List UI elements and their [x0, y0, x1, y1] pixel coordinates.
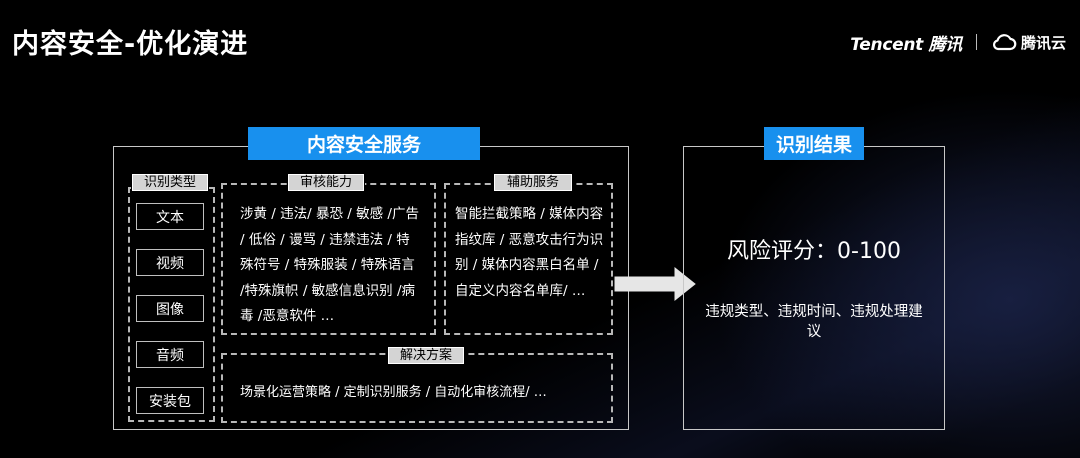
result-description: 违规类型、违规时间、违规处理建议: [705, 304, 923, 340]
type-item-audio: 音频: [136, 341, 204, 368]
type-item-text: 文本: [136, 203, 204, 230]
audit-capability-label: 审核能力: [288, 174, 364, 191]
slide-title: 内容安全-优化演进: [12, 29, 249, 60]
type-item-image: 图像: [136, 295, 204, 322]
recognition-result-title: 识别结果: [764, 127, 864, 160]
assist-service-text: 智能拦截策略 / 媒体内容指纹库 / 恶意攻击行为识别 / 媒体内容黑白名单 /…: [455, 206, 604, 299]
logo-area: Tencent 腾讯 腾讯云: [850, 30, 1066, 55]
arrow-right-icon: [614, 266, 696, 302]
type-item-video: 视频: [136, 249, 204, 276]
audit-capability-text: 涉黄 / 违法/ 暴恐 / 敏感 /广告 / 低俗 / 谩骂 / 违禁违法 / …: [240, 206, 419, 324]
logo-divider: [975, 34, 977, 50]
tencent-cloud-logo-text: 腾讯云: [1020, 33, 1066, 52]
solution-label: 解决方案: [388, 347, 464, 364]
recognition-result-panel: [683, 146, 945, 430]
content-security-service-title: 内容安全服务: [248, 127, 480, 160]
tencent-logo: Tencent 腾讯: [850, 34, 962, 55]
assist-service-label: 辅助服务: [494, 174, 572, 191]
recognition-types-label: 识别类型: [132, 174, 208, 191]
solution-text: 场景化运营策略 / 定制识别服务 / 自动化审核流程/ …: [240, 385, 547, 400]
risk-score: 风险评分：0-100: [727, 239, 901, 264]
type-item-package: 安装包: [136, 387, 204, 414]
cloud-icon: [992, 34, 1017, 51]
